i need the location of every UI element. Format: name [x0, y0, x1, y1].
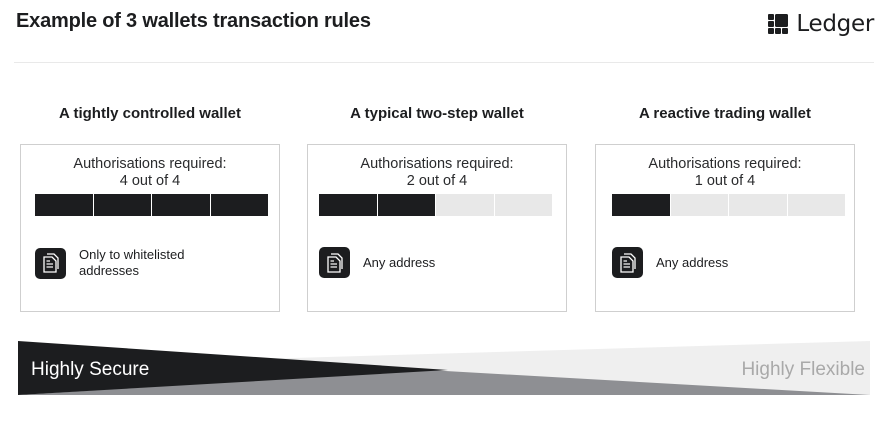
rule-text-line1: Any address [363, 254, 436, 270]
auth-count: 1 out of 4 [694, 173, 756, 189]
document-icon [35, 247, 66, 279]
header-divider [14, 62, 874, 63]
wallet-title: A typical two-step wallet [350, 105, 524, 122]
auth-segment-filled [377, 194, 435, 216]
rule-text-line1: Only to whitelisted [79, 247, 185, 262]
auth-segment-filled [612, 194, 670, 216]
secure-wedge [18, 341, 448, 395]
document-icon [319, 247, 350, 278]
rule-text-line1: Any address [656, 254, 729, 270]
auth-count: 4 out of 4 [119, 173, 181, 189]
auth-segment-filled [152, 194, 210, 216]
auth-label: Authorisations required: 2 out of 4 [308, 156, 566, 190]
scale-wedges [18, 341, 870, 395]
auth-segment-empty [436, 194, 494, 216]
ledger-logo: Ledger [768, 11, 874, 37]
auth-segment-empty [729, 194, 787, 216]
auth-segment-filled [319, 194, 377, 216]
wallet-card: Authorisations required: 1 out of 4 Any … [595, 144, 855, 312]
auth-segment-filled [35, 194, 93, 216]
wallet-column-tight: A tightly controlled wallet Authorisatio… [20, 96, 280, 312]
security-flexibility-scale: Highly Secure Highly Flexible [18, 341, 870, 395]
rule-text: Any address [656, 255, 728, 271]
address-rule: Any address [319, 247, 435, 278]
auth-segment-empty [670, 194, 728, 216]
wallet-title: A reactive trading wallet [638, 105, 811, 122]
highly-flexible-label: Highly Flexible [741, 359, 865, 380]
rule-text: Only to whitelisted addresses [79, 247, 185, 279]
mid-wedge [18, 370, 870, 395]
document-icon [612, 247, 643, 278]
wallet-card: Authorisations required: 2 out of 4 Any … [307, 144, 567, 312]
auth-count: 2 out of 4 [406, 173, 468, 189]
address-rule: Any address [612, 247, 728, 278]
highly-secure-label: Highly Secure [31, 359, 150, 380]
auth-segment-empty [494, 194, 552, 216]
wallet-card: Authorisations required: 4 out of 4 Only… [20, 144, 280, 312]
logo-text: Ledger [796, 11, 874, 37]
rule-text-line2: addresses [79, 263, 139, 278]
wallet-column-reactive: A reactive trading wallet Authorisations… [595, 96, 855, 312]
auth-label-text: Authorisations required: [360, 156, 514, 172]
auth-label: Authorisations required: 1 out of 4 [596, 156, 854, 190]
auth-label-text: Authorisations required: [73, 156, 227, 172]
auth-progress-bar [35, 194, 268, 216]
wallet-title: A tightly controlled wallet [59, 105, 241, 122]
page-title: Example of 3 wallets transaction rules [16, 10, 371, 32]
auth-segment-filled [210, 194, 268, 216]
auth-progress-bar [319, 194, 552, 216]
auth-progress-bar [612, 194, 845, 216]
wallet-column-two-step: A typical two-step wallet Authorisations… [307, 96, 567, 312]
auth-label: Authorisations required: 4 out of 4 [21, 156, 279, 190]
ledger-logo-icon [768, 14, 789, 34]
address-rule: Only to whitelisted addresses [35, 247, 185, 279]
rule-text: Any address [363, 255, 435, 271]
auth-segment-empty [787, 194, 845, 216]
wallet-columns: A tightly controlled wallet Authorisatio… [0, 96, 894, 316]
auth-label-text: Authorisations required: [648, 156, 802, 172]
auth-segment-filled [93, 194, 151, 216]
